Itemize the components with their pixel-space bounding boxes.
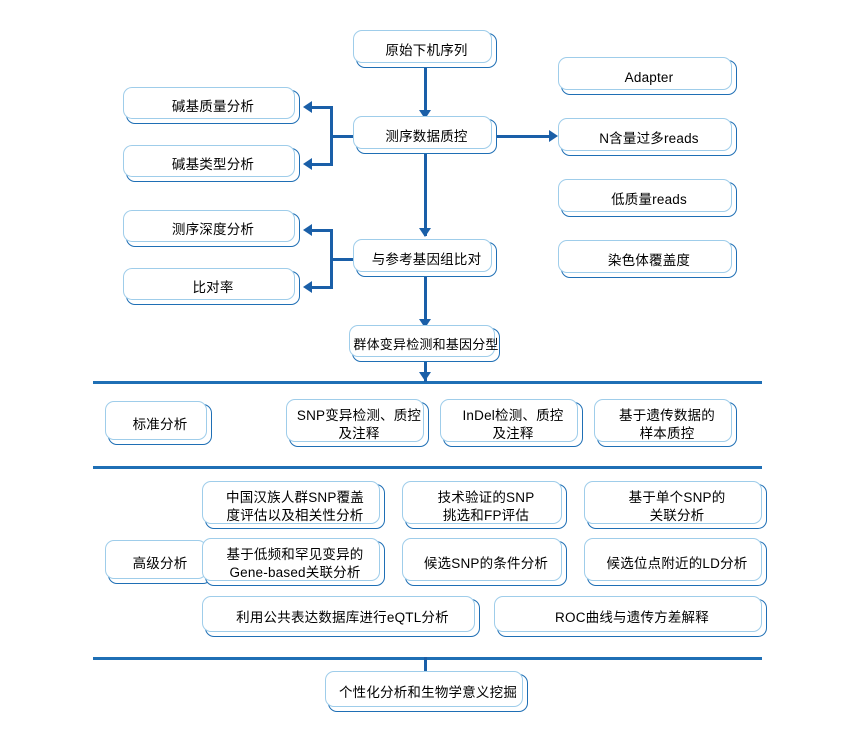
connector-alignment-to-depth: [311, 229, 333, 232]
node-alignment-rate-label: 比对率: [192, 280, 234, 296]
node-reference-alignment[interactable]: 与参考基因组比对: [353, 239, 497, 277]
node-public-expression-eqtl-analysis[interactable]: 利用公共表达数据库进行eQTL分析: [202, 596, 480, 637]
node-sequencing-depth-analysis-label: 测序深度分析: [171, 222, 255, 238]
node-raw-sequence-label: 原始下机序列: [385, 42, 468, 58]
node-n-content-reads[interactable]: N含量过多reads: [558, 118, 737, 156]
node-adapter-label: Adapter: [624, 69, 674, 85]
node-adapter[interactable]: Adapter: [558, 57, 737, 95]
connector-advanced-to-final: [424, 657, 427, 681]
connector-alignment-to-rate: [311, 286, 333, 289]
node-low-quality-reads[interactable]: 低质量reads: [558, 179, 737, 217]
node-snp-detection-qc-annotation-label: SNP变异检测、质控 及注释: [296, 408, 422, 441]
node-gene-based-rare-variant-association-label: 基于低频和罕见变异的 Gene-based关联分析: [226, 547, 364, 580]
divider-standard-bottom: [93, 466, 762, 469]
label-advanced-analysis[interactable]: 高级分析: [105, 540, 212, 584]
connector-alignment-left-spine: [330, 229, 333, 289]
node-personalized-biological-analysis-label: 个性化分析和生物学意义挖掘: [338, 685, 518, 701]
arrowhead-alignment-to-variant: [419, 319, 431, 328]
connector-qc-left-spine: [330, 106, 333, 166]
arrowhead-variant-to-standard: [419, 372, 431, 381]
node-genetic-data-sample-qc-label: 基于遗传数据的 样本质控: [619, 408, 715, 441]
connector-qc-to-n-reads: [497, 135, 552, 138]
node-raw-sequence[interactable]: 原始下机序列: [353, 30, 497, 68]
node-base-quality-analysis[interactable]: 碱基质量分析: [123, 87, 300, 124]
node-indel-detection-qc-annotation-label: InDel检测、质控 及注释: [462, 408, 564, 441]
divider-advanced-bottom: [93, 657, 762, 660]
node-han-chinese-snp-coverage[interactable]: 中国汉族人群SNP覆盖 度评估以及相关性分析: [202, 481, 385, 529]
connector-qc-to-base-quality: [311, 106, 333, 109]
connector-qc-to-base-type: [311, 163, 333, 166]
node-sequencing-depth-analysis[interactable]: 测序深度分析: [123, 210, 300, 247]
node-reference-alignment-label: 与参考基因组比对: [371, 251, 482, 267]
node-personalized-biological-analysis[interactable]: 个性化分析和生物学意义挖掘: [325, 671, 528, 712]
node-public-expression-eqtl-analysis-label: 利用公共表达数据库进行eQTL分析: [236, 610, 449, 626]
node-candidate-snp-conditional-analysis-label: 候选SNP的条件分析: [423, 555, 549, 571]
node-alignment-rate[interactable]: 比对率: [123, 268, 300, 305]
node-base-type-analysis[interactable]: 碱基类型分析: [123, 145, 300, 182]
node-single-snp-association[interactable]: 基于单个SNP的 关联分析: [584, 481, 767, 529]
node-chromosome-coverage[interactable]: 染色体覆盖度: [558, 240, 737, 278]
node-chromosome-coverage-label: 染色体覆盖度: [607, 252, 691, 268]
node-gene-based-rare-variant-association[interactable]: 基于低频和罕见变异的 Gene-based关联分析: [202, 538, 385, 586]
node-validated-snp-selection-fp-label: 技术验证的SNP 挑选和FP评估: [437, 490, 535, 523]
label-advanced-analysis-text: 高级分析: [132, 555, 188, 571]
node-candidate-locus-ld-analysis-label: 候选位点附近的LD分析: [606, 555, 748, 571]
arrowhead-alignment-to-rate: [303, 281, 312, 293]
node-roc-genetic-variance-explanation[interactable]: ROC曲线与遗传方差解释: [494, 596, 767, 637]
arrowhead-alignment-to-depth: [303, 224, 312, 236]
connector-raw-to-qc: [424, 68, 427, 118]
arrowhead-qc-to-base-type: [303, 158, 312, 170]
node-roc-genetic-variance-explanation-label: ROC曲线与遗传方差解释: [555, 610, 709, 626]
node-genetic-data-sample-qc[interactable]: 基于遗传数据的 样本质控: [594, 399, 737, 447]
node-candidate-snp-conditional-analysis[interactable]: 候选SNP的条件分析: [402, 538, 567, 586]
label-standard-analysis[interactable]: 标准分析: [105, 401, 212, 445]
node-sequencing-qc-label: 测序数据质控: [385, 128, 468, 144]
node-single-snp-association-label: 基于单个SNP的 关联分析: [628, 490, 726, 523]
arrowhead-qc-to-alignment: [419, 228, 431, 237]
node-indel-detection-qc-annotation[interactable]: InDel检测、质控 及注释: [440, 399, 583, 447]
label-standard-analysis-text: 标准分析: [132, 416, 188, 432]
node-low-quality-reads-label: 低质量reads: [611, 191, 687, 207]
arrowhead-raw-to-qc: [419, 110, 431, 119]
node-validated-snp-selection-fp[interactable]: 技术验证的SNP 挑选和FP评估: [402, 481, 567, 529]
connector-qc-left-stem: [330, 135, 358, 138]
node-candidate-locus-ld-analysis[interactable]: 候选位点附近的LD分析: [584, 538, 767, 586]
node-variant-calling-genotyping-label: 群体变异检测和基因分型: [353, 336, 499, 352]
node-base-type-analysis-label: 碱基类型分析: [171, 157, 255, 173]
node-variant-calling-genotyping[interactable]: 群体变异检测和基因分型: [349, 325, 500, 362]
node-base-quality-analysis-label: 碱基质量分析: [171, 99, 255, 115]
node-n-content-reads-label: N含量过多reads: [599, 130, 699, 146]
connector-alignment-left-stem: [330, 258, 358, 261]
node-snp-detection-qc-annotation[interactable]: SNP变异检测、质控 及注释: [286, 399, 429, 447]
divider-standard-top: [93, 381, 762, 384]
arrowhead-qc-to-base-quality: [303, 101, 312, 113]
arrowhead-qc-to-n-reads: [549, 130, 558, 142]
connector-alignment-to-variant: [424, 277, 427, 327]
connector-qc-to-alignment: [424, 154, 427, 236]
node-han-chinese-snp-coverage-label: 中国汉族人群SNP覆盖 度评估以及相关性分析: [226, 490, 364, 523]
node-sequencing-qc[interactable]: 测序数据质控: [353, 116, 497, 154]
